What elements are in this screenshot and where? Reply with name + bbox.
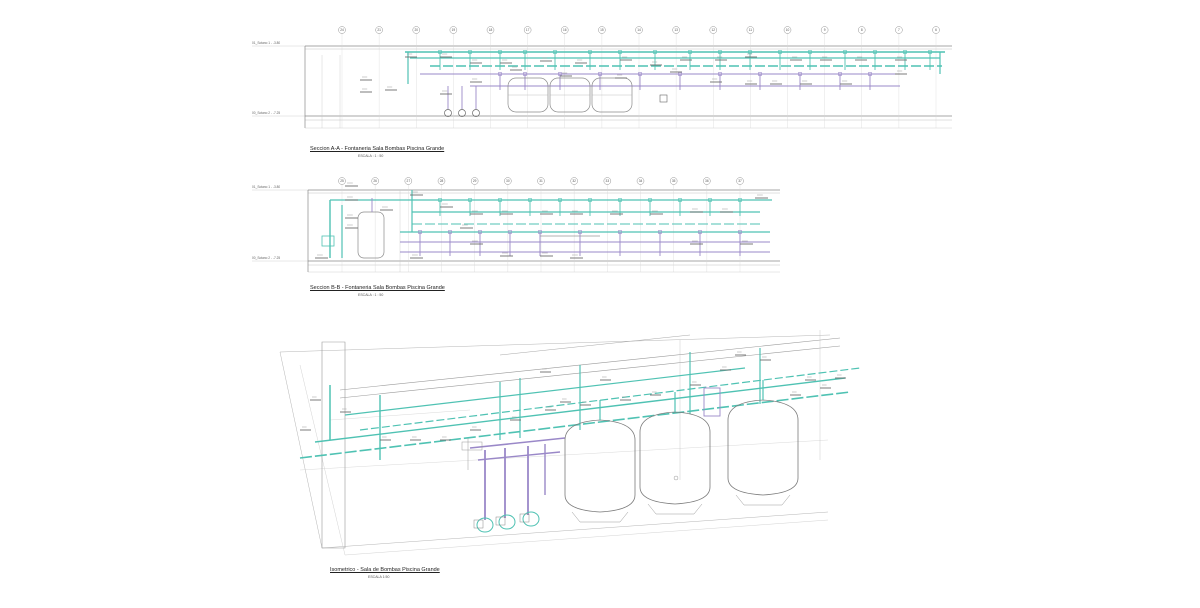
pump-a1	[444, 86, 452, 117]
section-b-grid-bubble: 27	[404, 177, 413, 272]
grid-bubbles-a: 24 21 20 19 18 17 16 15 14 13 12 11 10 9 8 7 6	[338, 26, 940, 128]
section-a-grid-bubble: 20	[412, 26, 420, 128]
section-a-grid-label: 10	[786, 28, 790, 32]
section-b-grid-label: 35	[672, 179, 676, 183]
section-b-grid-label: 26	[373, 179, 377, 183]
section-a-grid-bubble: 6	[932, 26, 940, 128]
section-a-grid-bubble: 12	[709, 26, 717, 128]
section-a-grid-label: 9	[824, 28, 826, 32]
iso-filter-tank-3	[727, 380, 799, 506]
pipe-annotations-iso	[300, 351, 846, 441]
section-a-grid-label: 14	[637, 28, 641, 32]
section-b-drawing: 01_Sotano 1 - -3.80 00_Sotano 2 - -7.25 …	[252, 177, 780, 273]
pipe-annotations-b	[315, 182, 768, 259]
pipe-drops-a	[438, 50, 932, 90]
iso-pump-1	[473, 517, 494, 533]
section-b-grid-label: 33	[606, 179, 610, 183]
isometric-scale: ESCALA 1:50	[368, 575, 390, 579]
level-label-b-lower: 00_Sotano 2 - -7.25	[252, 256, 280, 260]
section-b-grid-label: 27	[407, 179, 411, 183]
section-a-grid-bubble: 9	[820, 26, 829, 128]
section-b-grid-label: 28	[440, 179, 444, 183]
section-b-grid-label: 29	[473, 179, 477, 183]
section-b-grid-bubble: 34	[636, 177, 645, 272]
iso-pump-2	[495, 514, 516, 530]
section-a-grid-label: 16	[563, 28, 567, 32]
section-a-grid-label: 24	[340, 28, 344, 32]
section-a-grid-bubble: 18	[486, 26, 495, 128]
level-label-a-lower: 00_Sotano 2 - -7.25	[252, 111, 280, 115]
section-a-grid-label: 11	[749, 28, 753, 32]
section-a-grid-bubble: 24	[338, 26, 346, 128]
section-a-grid-label: 15	[600, 28, 604, 32]
section-a-grid-bubble: 11	[746, 26, 755, 128]
level-label-a-upper: 01_Sotano 1 - -3.80	[252, 41, 280, 45]
filter-tank-b	[357, 211, 385, 259]
section-b-grid-bubble: 36	[703, 177, 711, 272]
section-a-grid-label: 19	[452, 28, 456, 32]
section-b-scale: ESCALA : 1 : 50	[358, 293, 384, 297]
section-b-grid-bubble: 26	[371, 177, 379, 272]
section-a-grid-label: 6	[935, 28, 937, 32]
section-a-drawing: 01_Sotano 1 - -3.80 00_Sotano 2 - -7.25 …	[252, 26, 952, 129]
section-b-grid-label: 34	[639, 179, 643, 183]
section-a-grid-bubble: 7	[895, 26, 903, 128]
iso-filter-tank-1	[564, 400, 636, 523]
iso-pump-3	[519, 511, 540, 527]
section-a-grid-bubble: 19	[449, 26, 458, 128]
section-b-grid-bubble: 37	[736, 177, 744, 272]
section-b-grid-bubble: 29	[470, 177, 479, 272]
section-b-grid-bubble: 33	[603, 177, 612, 272]
iso-filter-tank-2	[639, 392, 711, 515]
section-a-grid-label: 18	[489, 28, 493, 32]
section-a-grid-label: 8	[861, 28, 863, 32]
section-b-grid-label: 25	[340, 179, 344, 183]
filter-tank-a3	[591, 77, 633, 113]
filter-tank-a2	[549, 77, 591, 113]
section-b-grid-label: 31	[539, 179, 543, 183]
section-a-grid-bubble: 16	[561, 26, 569, 128]
section-b-grid-label: 32	[572, 179, 576, 183]
section-a-grid-bubble: 8	[858, 26, 866, 128]
pump-a2	[458, 86, 466, 117]
section-a-grid-label: 20	[414, 28, 418, 32]
section-b-grid-label: 37	[738, 179, 742, 183]
filter-tank-a1	[507, 77, 549, 113]
section-b-title: Seccion B-B - Fontaneria Sala Bombas Pis…	[310, 285, 445, 291]
section-a-title: Seccion A-A - Fontaneria Sala Bombas Pis…	[310, 146, 445, 152]
section-b-grid-bubble: 30	[504, 177, 512, 272]
section-a-scale: ESCALA : 1 : 50	[358, 154, 384, 158]
section-b-grid-bubble: 31	[537, 177, 545, 272]
section-b-grid-bubble: 28	[437, 177, 446, 272]
grid-bubbles-b: 25 26 27 28 29 30 31 32 33 34 35 36 37	[338, 177, 744, 272]
isometric-title: Isometrico - Sala de Bombas Piscina Gran…	[330, 567, 440, 573]
section-a-grid-bubble: 10	[783, 26, 792, 128]
section-b-grid-label: 30	[506, 179, 510, 183]
level-label-b-upper: 01_Sotano 1 - -3.80	[252, 185, 280, 189]
pipe-annotations-a	[360, 53, 907, 95]
section-a-grid-bubble: 21	[375, 26, 383, 128]
section-a-grid-bubble: 13	[672, 26, 680, 128]
section-a-grid-bubble: 15	[598, 26, 606, 128]
section-b-grid-bubble: 32	[570, 177, 578, 272]
section-a-grid-label: 21	[377, 28, 381, 32]
isometric-drawing	[279, 330, 861, 556]
section-a-grid-label: 17	[526, 28, 530, 32]
section-a-grid-label: 7	[898, 28, 900, 32]
section-b-grid-bubble: 35	[669, 177, 678, 272]
pump-a3	[472, 86, 480, 117]
section-a-grid-label: 12	[711, 28, 715, 32]
section-b-grid-label: 36	[705, 179, 709, 183]
section-a-grid-bubble: 14	[635, 26, 643, 128]
section-a-grid-label: 13	[674, 28, 678, 32]
pipe-drops-b	[418, 198, 742, 256]
